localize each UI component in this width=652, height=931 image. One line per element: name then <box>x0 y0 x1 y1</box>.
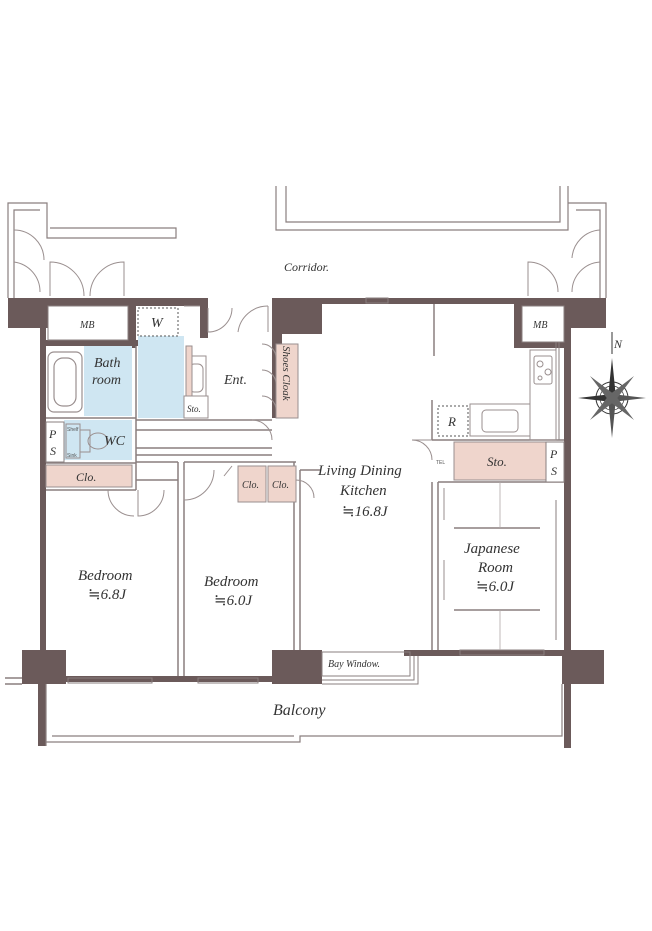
meter-boxes <box>47 305 565 343</box>
toilet <box>65 423 109 459</box>
bathtub <box>47 351 83 413</box>
compass-icon: N <box>578 332 646 438</box>
interior-doors <box>107 305 445 600</box>
sto-large-label: Sto. <box>487 454 507 469</box>
ps-left-p: P <box>48 427 57 441</box>
tel-label: TEL <box>436 460 445 466</box>
closets <box>45 343 547 503</box>
ldk-label-line1: Living Dining <box>317 463 402 479</box>
balcony-outline <box>45 684 563 746</box>
washer-space <box>137 307 179 337</box>
closet-mid1-label: Clo. <box>242 480 259 491</box>
japanese-room-area: ≒6.0J <box>476 579 515 595</box>
mb-right-label: MB <box>532 320 547 331</box>
bedroom1-area: ≒6.8J <box>88 587 127 603</box>
corridor-doors <box>13 229 601 297</box>
entrance-label: Ent. <box>223 373 247 388</box>
w-label: W <box>151 316 164 331</box>
ps-left-s: S <box>50 444 56 458</box>
mb-left-label: MB <box>79 320 94 331</box>
sto-small-label: Sto. <box>187 404 201 414</box>
bathroom-label-line1: Bath <box>94 356 120 371</box>
closet-left-label: Clo. <box>76 470 96 484</box>
balcony-label: Balcony <box>273 702 326 719</box>
japanese-room-line2: Room <box>477 560 513 576</box>
bedroom2-area: ≒6.0J <box>214 593 253 609</box>
wc-sink-label: Sink <box>67 453 77 459</box>
kitchen-counter <box>437 349 557 441</box>
corridor-outline <box>7 186 607 298</box>
bay-window <box>321 651 419 685</box>
refrigerator-label: R <box>447 414 456 429</box>
ps-right-s: S <box>551 464 557 478</box>
entrance-storage <box>183 395 209 419</box>
wc-label: WC <box>104 434 126 449</box>
shoes-cloak-shelves <box>261 343 277 411</box>
ldk-area: ≒16.8J <box>342 504 389 520</box>
bay-window-label: Bay Window. <box>328 659 380 670</box>
shoes-cloak-label: Shoes Cloak <box>280 346 292 402</box>
ldk-label-line2: Kitchen <box>339 483 387 499</box>
bedroom2-label: Bedroom <box>204 574 259 590</box>
bedroom1-label: Bedroom <box>78 568 133 584</box>
closet-mid2-label: Clo. <box>272 480 289 491</box>
ps-right-p: P <box>549 447 558 461</box>
bathroom-label-line2: room <box>92 373 121 388</box>
japanese-room-line1: Japanese <box>464 541 520 557</box>
wc-shelf-label: Shelf <box>67 427 79 433</box>
corridor-label: Corridor. <box>284 260 329 274</box>
bath-area <box>64 336 184 460</box>
pipe-spaces <box>45 421 565 483</box>
north-label: N <box>613 337 623 351</box>
